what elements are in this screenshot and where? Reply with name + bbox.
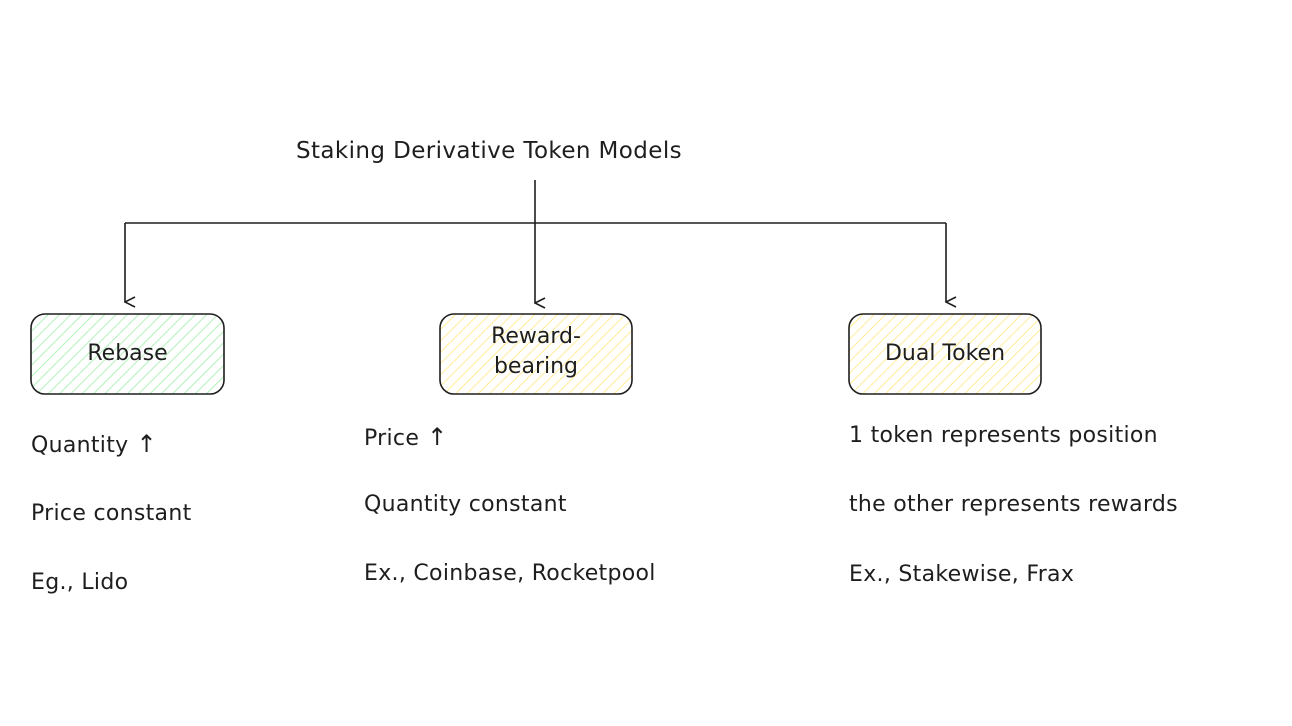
reward-note-quantity: Quantity constant [364, 492, 567, 517]
rebase-note-quantity: Quantity ↑ [31, 430, 157, 458]
dual-note-position: 1 token represents position [849, 423, 1158, 448]
rebase-note-example: Eg., Lido [31, 570, 129, 595]
connectors [125, 180, 946, 303]
dual-note-example: Ex., Stakewise, Frax [849, 562, 1075, 587]
diagram-title: Staking Derivative Token Models [296, 138, 682, 164]
reward-bearing-label: Reward-bearing [491, 324, 581, 379]
rebase-note-price: Price constant [31, 501, 192, 526]
up-arrow-icon: ↑ [427, 423, 448, 451]
rebase-note-quantity-text: Quantity [31, 433, 129, 458]
reward-note-example: Ex., Coinbase, Rocketpool [364, 561, 656, 586]
up-arrow-icon: ↑ [136, 430, 157, 458]
dual-note-rewards: the other represents rewards [849, 492, 1178, 517]
reward-bearing-box [439, 313, 633, 395]
rebase-box [30, 313, 225, 395]
dual-token-label: Dual Token [884, 341, 1006, 366]
reward-note-price-text: Price [364, 426, 420, 451]
rebase-label: Rebase [87, 341, 168, 366]
reward-note-price: Price ↑ [364, 423, 448, 451]
dual-token-box [848, 313, 1042, 395]
